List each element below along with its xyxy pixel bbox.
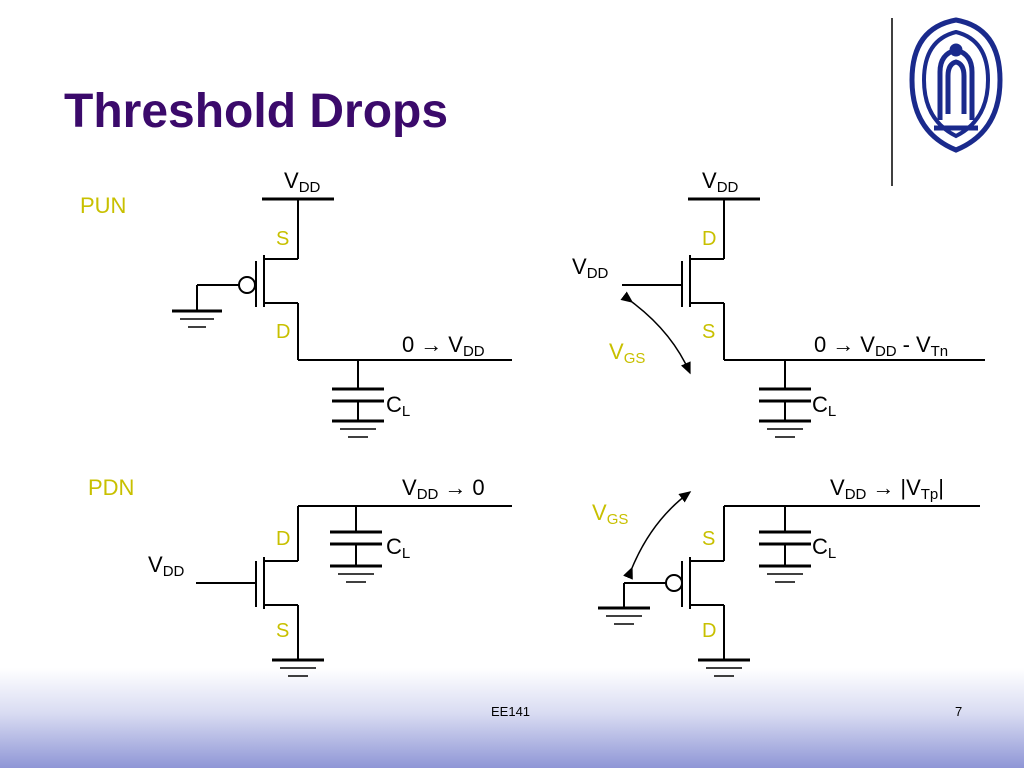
source-label-4: S [702, 528, 715, 550]
output-transition-3: VDD→0 [402, 475, 485, 503]
page-number: 7 [955, 704, 963, 719]
cap-label-3: CL [386, 534, 410, 562]
drain-label-2: D [702, 228, 716, 250]
pdn-label: PDN [88, 475, 134, 500]
university-emblem-icon [909, 17, 1003, 153]
output-transition-1: 0→VDD [402, 332, 485, 360]
vdd-label-1: VDD [284, 168, 321, 196]
cap-label-1: CL [386, 392, 410, 420]
vgs-arrow [623, 491, 692, 580]
pun-pmos-circuit [172, 197, 512, 438]
cap-label-2: CL [812, 392, 836, 420]
source-label-1: S [276, 228, 289, 250]
pmos-bubble [665, 574, 683, 592]
circuit-diagrams: PUN VDD S D 0→VDD CL VDD VDD D [80, 168, 985, 677]
vgs-label-1: VGS [609, 339, 645, 367]
drain-label-3: D [276, 528, 290, 550]
drain-label-1: D [276, 321, 290, 343]
pdn-pmos-circuit [598, 491, 980, 677]
gate-vdd-label-3: VDD [148, 552, 185, 580]
gate-vdd-label-2: VDD [572, 254, 609, 282]
slide-title: Threshold Drops [64, 85, 449, 138]
drain-label-4: D [702, 620, 716, 642]
cap-label-4: CL [812, 534, 836, 562]
pmos-bubble [238, 276, 256, 294]
pdn-nmos-circuit [196, 505, 512, 677]
vdd-label-2: VDD [702, 168, 739, 196]
output-transition-2: 0→VDD-VTn [814, 332, 948, 360]
vgs-label-2: VGS [592, 500, 628, 528]
pun-nmos-circuit [620, 197, 985, 438]
output-transition-4: VDD→|VTp| [830, 475, 944, 503]
pun-label: PUN [80, 193, 126, 218]
vgs-arrow [620, 291, 691, 375]
logo-area [891, 17, 1003, 186]
source-label-2: S [702, 321, 715, 343]
footer-gradient [0, 668, 1024, 768]
source-label-3: S [276, 620, 289, 642]
footer-course-label: EE141 [491, 704, 531, 719]
